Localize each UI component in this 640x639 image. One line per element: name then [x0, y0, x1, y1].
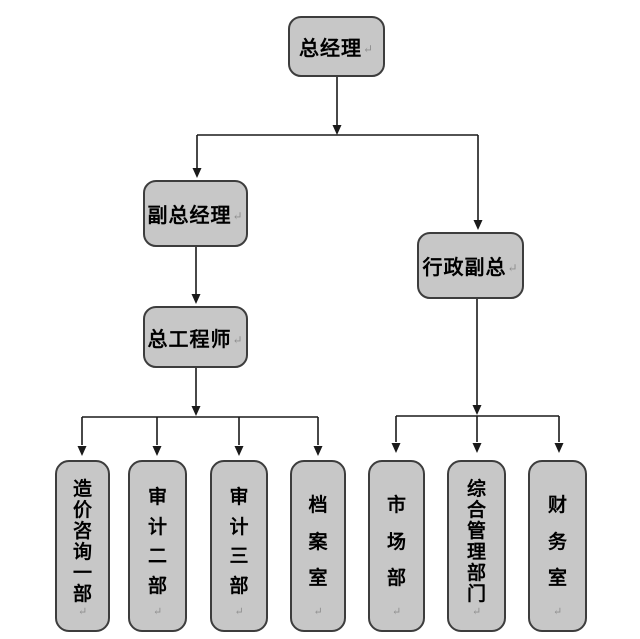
connector-rail-to-finance [554, 416, 564, 453]
node-label: 财务室 [547, 494, 567, 590]
node-label: 副总经理 [147, 205, 232, 227]
paragraph-mark-icon: ↵ [471, 606, 482, 618]
connector-deputy-to-chief-engineer [191, 247, 201, 304]
node-label: 市场部 [386, 494, 406, 590]
node-label: 档案室 [308, 494, 328, 590]
org-node-audit-dept2: 审计二部 ↵ [128, 460, 187, 632]
paragraph-mark-icon: ↵ [391, 606, 402, 618]
connector-chief-engineer-to-rail [191, 368, 201, 416]
node-label: 总工程师 [147, 328, 232, 351]
org-node-deputy-general-manager: 副总经理↵ [143, 180, 248, 247]
org-node-audit-dept3: 审计三部 ↵ [210, 460, 268, 632]
connector-rail-to-marketing [391, 416, 401, 453]
org-node-general-manager: 总经理↵ [288, 16, 385, 77]
paragraph-mark-icon: ↵ [232, 209, 244, 223]
org-node-general-admin-dept: 综合管理部门 ↵ [447, 460, 506, 632]
connector-rail-to-deputy [192, 135, 202, 178]
connector-rail-to-archives [313, 417, 323, 456]
node-label: 综合管理部门 [466, 479, 486, 605]
org-node-admin-vice-president: 行政副总↵ [417, 232, 524, 299]
connector-gm-to-rail [332, 77, 342, 135]
paragraph-mark-icon: ↵ [234, 606, 244, 618]
org-node-finance-room: 财务室 ↵ [528, 460, 587, 632]
org-node-chief-engineer: 总工程师↵ [143, 306, 248, 368]
node-label: 行政副总 [422, 257, 507, 279]
org-node-marketing-dept: 市场部 ↵ [368, 460, 425, 632]
connector-rail-to-cost-consulting [77, 417, 87, 456]
connector-admin-vp-to-rail [472, 299, 482, 415]
connector-rail-to-audit3 [234, 417, 244, 456]
paragraph-mark-icon: ↵ [77, 606, 88, 618]
paragraph-mark-icon: ↵ [152, 606, 163, 618]
connector-rail-to-admin-vp [473, 135, 483, 230]
paragraph-mark-icon: ↵ [507, 261, 519, 275]
org-node-archives-room: 档案室 ↵ [290, 460, 346, 632]
node-label: 审计二部 [147, 487, 167, 597]
connector-rail-to-general-admin [472, 416, 482, 453]
paragraph-mark-icon: ↵ [362, 42, 375, 56]
paragraph-mark-icon: ↵ [313, 606, 323, 618]
node-label: 造价咨询一部 [72, 479, 92, 605]
paragraph-mark-icon: ↵ [232, 332, 244, 347]
paragraph-mark-icon: ↵ [552, 606, 563, 618]
connector-rail-to-audit2 [152, 417, 162, 456]
org-node-cost-consulting-dept1: 造价咨询一部 ↵ [55, 460, 110, 632]
node-label: 总经理 [298, 38, 362, 60]
node-label: 审计三部 [229, 487, 249, 597]
